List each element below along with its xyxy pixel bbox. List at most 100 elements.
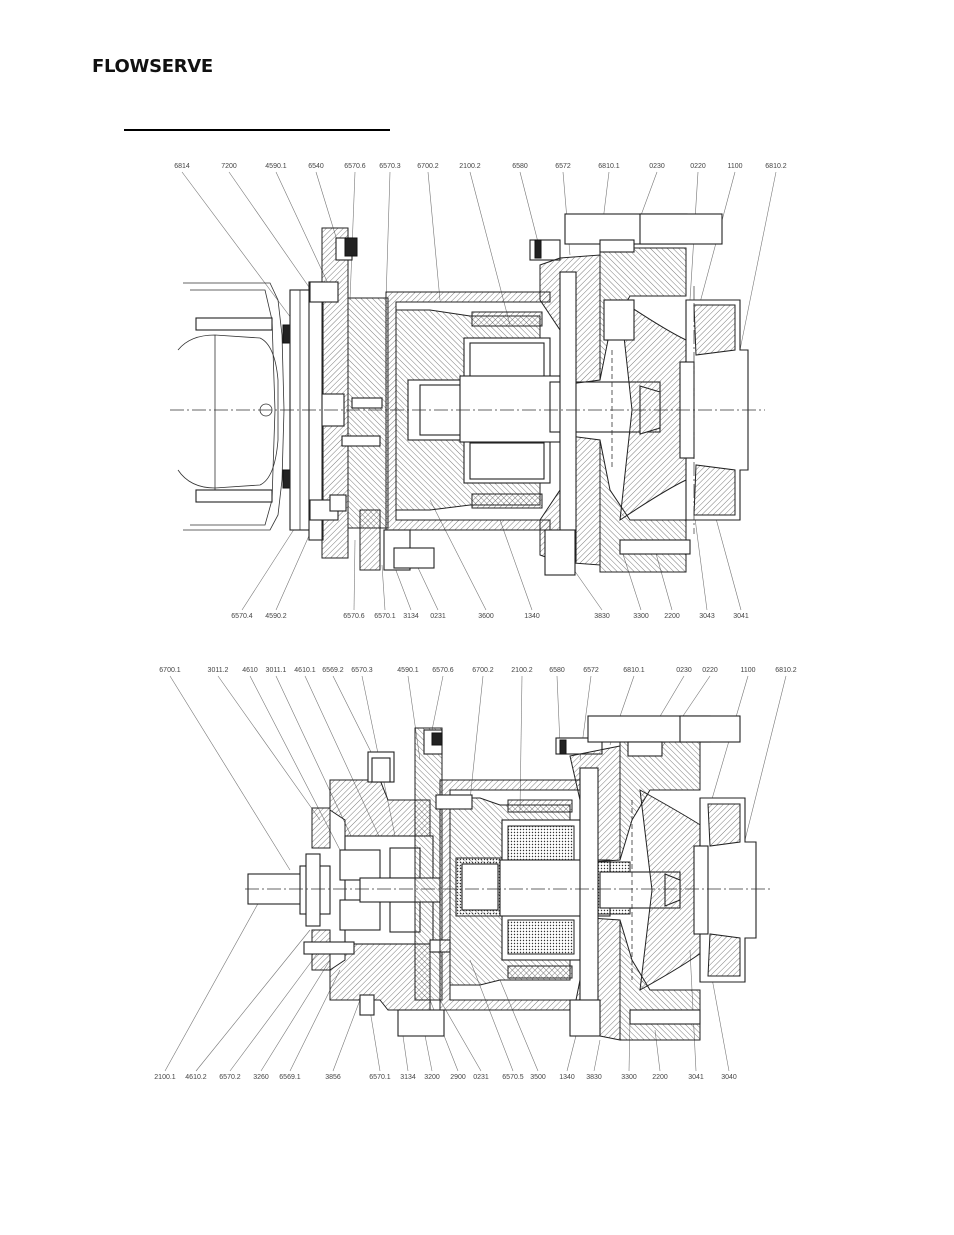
drawing-1-bottom-labels: 6570.4 4590.2 6570.6 6570.1 3134 0231 3600 1340… — [231, 613, 749, 620]
d2-bot-label-3: 3260 — [253, 1074, 269, 1081]
d2-top-label-15: 0220 — [702, 667, 718, 674]
d1-bot-leader-3 — [381, 564, 386, 611]
d2-top-label-14: 0230 — [676, 667, 692, 674]
d2-bot-label-2: 6570.2 — [219, 1074, 241, 1081]
d1-bot-leader-2 — [353, 539, 356, 611]
d2-top-label-13: 6810.1 — [623, 667, 645, 674]
d1-top-label-5: 6570.3 — [379, 163, 401, 170]
d2-top-leader-0 — [169, 675, 291, 871]
d2-bot-leader-6 — [369, 1009, 381, 1072]
d2-top-label-2: 4610 — [242, 667, 258, 674]
d1-top-leader-4 — [349, 171, 356, 301]
d2-top-label-17: 6810.2 — [775, 667, 797, 674]
d2-bot-label-14: 3830 — [586, 1074, 602, 1081]
drawing-2-bottom-labels: 2100.1 4610.2 6570.2 3260 6569.1 3856 6570.1 31… — [154, 1074, 737, 1081]
drawing-1-close-coupled — [170, 171, 777, 611]
d2-bot-label-8: 3200 — [424, 1074, 440, 1081]
drawing-1-motor — [177, 282, 311, 531]
d1-top-label-13: 1100 — [727, 163, 742, 170]
d2-bot-leader-0 — [164, 899, 261, 1072]
d1-top-leader-8 — [519, 171, 541, 251]
d1-top-label-10: 6810.1 — [598, 163, 620, 170]
d2-bot-label-13: 1340 — [559, 1074, 575, 1081]
d2-bot-leader-12 — [499, 979, 539, 1072]
d2-top-label-6: 6570.3 — [351, 667, 373, 674]
d1-top-leader-0 — [181, 171, 301, 331]
d2-top-label-16: 1100 — [740, 667, 755, 674]
d1-top-label-14: 6810.2 — [765, 163, 787, 170]
d2-bot-label-5: 3856 — [325, 1074, 341, 1081]
d2-bot-label-9: 2900 — [450, 1074, 466, 1081]
d2-bot-label-10: 0231 — [473, 1074, 489, 1081]
d2-top-leader-9 — [469, 675, 484, 801]
d2-bot-label-0: 2100.1 — [154, 1074, 176, 1081]
d2-bot-leader-10 — [439, 999, 482, 1072]
drawing-2-shaft — [247, 853, 331, 927]
d1-top-label-9: 6572 — [555, 163, 571, 170]
d2-bot-label-12: 3500 — [530, 1074, 546, 1081]
d2-bot-label-15: 3300 — [621, 1074, 637, 1081]
d1-bot-label-9: 3300 — [633, 613, 649, 620]
d1-top-label-8: 6580 — [512, 163, 528, 170]
d2-top-label-12: 6572 — [583, 667, 599, 674]
d2-top-label-9: 6700.2 — [472, 667, 494, 674]
d1-bot-label-4: 3134 — [403, 613, 419, 620]
d2-bot-label-16: 2200 — [652, 1074, 668, 1081]
d1-top-label-4: 6570.6 — [344, 163, 366, 170]
d1-bot-label-3: 6570.1 — [374, 613, 396, 620]
d1-bot-label-1: 4590.2 — [265, 613, 287, 620]
d1-top-label-11: 0230 — [649, 163, 665, 170]
d2-top-label-11: 6580 — [549, 667, 565, 674]
d2-top-label-8: 6570.6 — [432, 667, 454, 674]
d2-top-leader-1 — [217, 675, 321, 821]
d2-top-label-4: 4610.1 — [294, 667, 316, 674]
d1-top-label-1: 7200 — [221, 163, 237, 170]
d1-bot-label-8: 3830 — [594, 613, 610, 620]
d2-bot-leader-5 — [332, 999, 361, 1072]
d2-bot-leader-1 — [195, 929, 311, 1072]
d2-bot-leader-2 — [229, 949, 321, 1072]
d2-top-label-10: 2100.2 — [511, 667, 533, 674]
d1-top-leader-1 — [228, 171, 319, 301]
drawing-2-pump-casing — [555, 715, 757, 1041]
d1-bot-label-6: 3600 — [478, 613, 494, 620]
drawing-1-bracket — [308, 227, 435, 571]
d2-bot-leader-3 — [260, 959, 331, 1072]
d1-top-label-12: 0220 — [690, 163, 706, 170]
d1-bot-label-5: 0231 — [430, 613, 446, 620]
d2-top-leader-11 — [556, 675, 561, 746]
d2-top-label-3: 3011.1 — [266, 667, 287, 674]
drawing-2-bearing-frame — [303, 727, 451, 1037]
d2-top-label-7: 4590.1 — [397, 667, 419, 674]
d2-bot-label-6: 6570.1 — [369, 1074, 391, 1081]
d2-bot-label-4: 6569.1 — [279, 1074, 301, 1081]
d2-bot-label-1: 4610.2 — [185, 1074, 207, 1081]
d2-bot-label-18: 3040 — [721, 1074, 737, 1081]
drawing-2-frame-mounted — [164, 675, 787, 1072]
d1-bot-label-7: 1340 — [524, 613, 540, 620]
d1-top-leader-14 — [739, 171, 777, 351]
d1-top-label-3: 6540 — [308, 163, 324, 170]
flowserve-logo: FLOWSERVE — [92, 56, 213, 77]
d1-bot-label-11: 3043 — [699, 613, 715, 620]
d1-bot-label-10: 2200 — [664, 613, 680, 620]
d2-bot-label-17: 3041 — [688, 1074, 704, 1081]
d2-bot-leader-14 — [593, 1039, 601, 1072]
d2-top-label-1: 3011.2 — [208, 667, 229, 674]
d2-top-leader-17 — [744, 675, 787, 841]
d1-top-label-0: 6814 — [174, 163, 190, 170]
title-underline — [124, 129, 390, 131]
d1-bot-label-2: 6570.6 — [343, 613, 365, 620]
d1-top-label-2: 4590.1 — [265, 163, 287, 170]
drawing-1-pump-casing — [529, 213, 749, 576]
d1-bot-label-12: 3041 — [733, 613, 749, 620]
d2-top-label-0: 6700.1 — [159, 667, 181, 674]
d1-bot-leader-7 — [499, 519, 533, 611]
d2-bot-label-11: 6570.5 — [502, 1074, 524, 1081]
d1-top-label-6: 6700.2 — [417, 163, 439, 170]
d2-bot-label-7: 3134 — [400, 1074, 416, 1081]
d1-bot-label-0: 6570.4 — [231, 613, 253, 620]
